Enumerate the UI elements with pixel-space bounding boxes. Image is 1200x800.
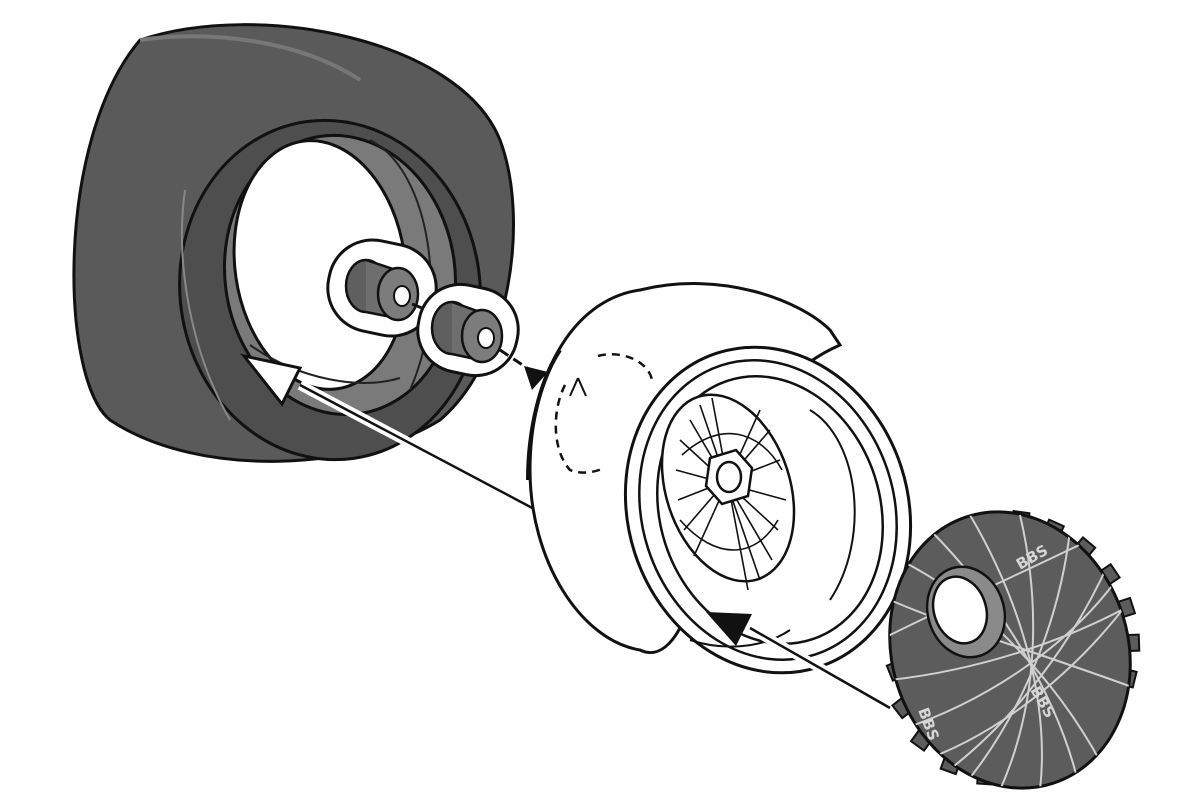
brake-disc-icon: BBS BBS BBS xyxy=(879,509,1141,791)
wheel-rim-icon xyxy=(526,282,913,675)
insert-arrow-icon xyxy=(240,353,558,525)
insert-arrow-2-icon xyxy=(706,612,893,713)
bushing-2 xyxy=(416,282,520,378)
hex-nut-icon xyxy=(715,460,743,494)
tire-icon xyxy=(72,23,515,463)
arrow-head-icon xyxy=(524,366,548,390)
